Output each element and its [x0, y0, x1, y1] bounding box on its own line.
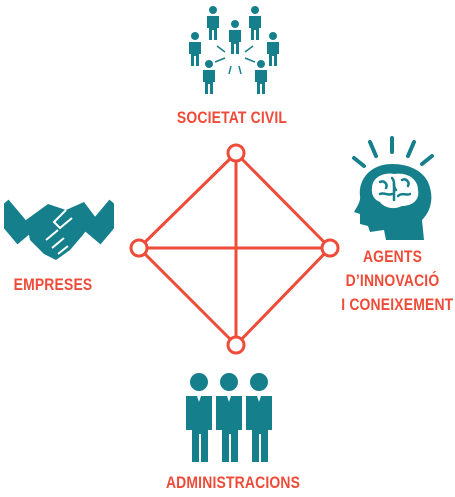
label-agents-innovacio: AGENTS D’INNOVACIÓ I CONEIXEMENT: [341, 245, 454, 317]
handshake-icon: [4, 199, 114, 260]
label-agents-line-3: I CONEIXEMENT: [341, 295, 454, 314]
head-brain-icon: [352, 136, 434, 240]
label-administracions: ADMINISTRACIONS: [165, 473, 301, 492]
label-agents-line-2: D’INNOVACIÓ: [345, 271, 440, 290]
label-empreses: EMPRESES: [13, 275, 93, 294]
node-right: [320, 238, 340, 258]
edge-right-bottom: [234, 246, 332, 347]
node-left: [129, 238, 149, 258]
label-societat-civil: SOCIETAT CIVIL: [176, 108, 288, 127]
label-agents-line-1: AGENTS: [362, 247, 423, 266]
edge-left-top: [137, 151, 238, 250]
node-bottom: [226, 335, 246, 355]
edge-top-right: [234, 151, 332, 250]
network-people-icon: [189, 6, 279, 94]
three-people-icon: [186, 373, 272, 462]
node-top: [226, 143, 246, 163]
edge-bottom-left: [137, 246, 238, 347]
